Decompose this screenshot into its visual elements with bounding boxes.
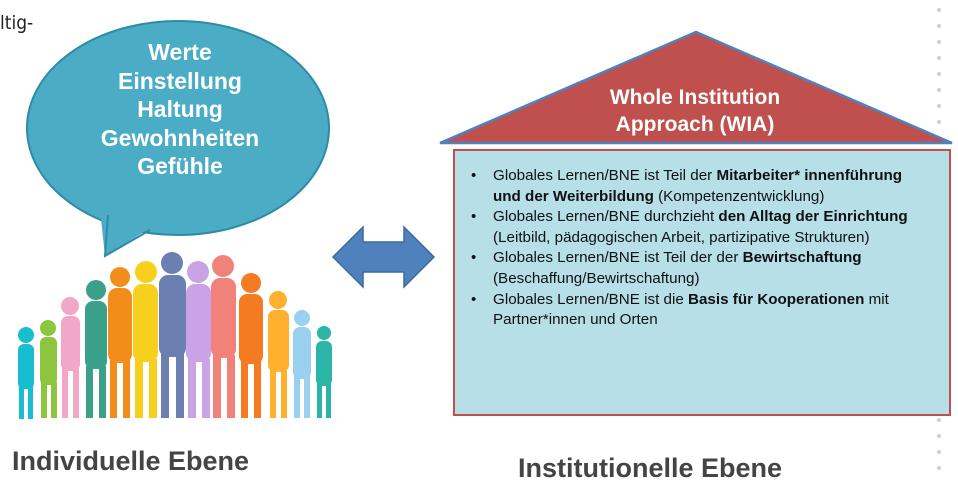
person-figure xyxy=(85,280,107,418)
item-text: (Beschaffung/Bewirtschaftung) xyxy=(493,269,700,287)
roof-title-line: Approach (WIA) xyxy=(615,113,775,136)
wia-list-item: Globales Lernen/BNE durchzieht den Allta… xyxy=(471,207,931,248)
item-text: mit Partner*innen und Orten xyxy=(493,290,889,329)
bubble-line: Haltung xyxy=(137,96,223,122)
bubble-line: Gewohnheiten xyxy=(100,124,260,151)
item-text: Globales Lernen/BNE ist die xyxy=(493,290,689,308)
bubble-line: Gefühle xyxy=(137,153,223,179)
double-arrow-icon xyxy=(331,225,436,289)
item-text: Globales Lernen/BNE ist Teil der der xyxy=(493,249,743,267)
item-text: Globales Lernen/BNE durchzieht xyxy=(493,208,719,226)
wia-list: Globales Lernen/BNE ist Teil der Mitarbe… xyxy=(455,151,949,331)
item-text: (Leitbild, pädagogischen Arbeit, partizi… xyxy=(493,228,870,246)
bubble-line: Einstellung xyxy=(118,67,242,94)
person-figure xyxy=(159,252,186,418)
person-figure xyxy=(186,261,211,418)
person-figure xyxy=(108,267,132,418)
item-bold-text: Bewirtschaftung xyxy=(742,249,862,267)
bubble-text: Werte Einstellung Haltung Gewohnheiten G… xyxy=(60,38,300,181)
item-bold-text: den Alltag der Einrichtung xyxy=(718,208,908,226)
bubble-line: Werte xyxy=(148,39,212,65)
individual-level-label: Individuelle Ebene xyxy=(12,446,250,476)
wia-list-item: Globales Lernen/BNE ist Teil der Mitarbe… xyxy=(471,166,931,207)
person-figure xyxy=(61,297,80,418)
house-body: Globales Lernen/BNE ist Teil der Mitarbe… xyxy=(453,149,951,416)
person-figure xyxy=(316,326,332,418)
person-figure xyxy=(133,261,158,418)
roof-title: Whole Institution Approach (WIA) xyxy=(545,84,845,138)
institutional-level-label: Institutionelle Ebene xyxy=(518,453,783,483)
person-figure xyxy=(211,255,236,418)
corner-text: ltig- xyxy=(0,12,34,34)
person-figure xyxy=(239,273,263,418)
people-group-illustration xyxy=(18,252,332,419)
roof-title-line: Whole Institution xyxy=(609,86,781,109)
dotted-divider xyxy=(937,8,941,470)
house-roof xyxy=(439,30,953,145)
item-bold-text: Mitarbeiter* innenführung und der Weiter… xyxy=(493,167,903,205)
speech-bubble xyxy=(26,20,330,258)
person-figure xyxy=(268,291,289,418)
person-figure xyxy=(293,310,311,418)
item-text: (Kompetenzentwicklung) xyxy=(653,187,825,205)
item-text: Globales Lernen/BNE ist Teil der xyxy=(493,167,717,184)
wia-list-item: Globales Lernen/BNE ist Teil der der Bew… xyxy=(471,248,931,289)
item-bold-text: Basis für Kooperationen xyxy=(688,290,865,308)
person-figure xyxy=(18,327,34,419)
person-figure xyxy=(40,320,57,418)
wia-list-item: Globales Lernen/BNE ist die Basis für Ko… xyxy=(471,290,931,331)
